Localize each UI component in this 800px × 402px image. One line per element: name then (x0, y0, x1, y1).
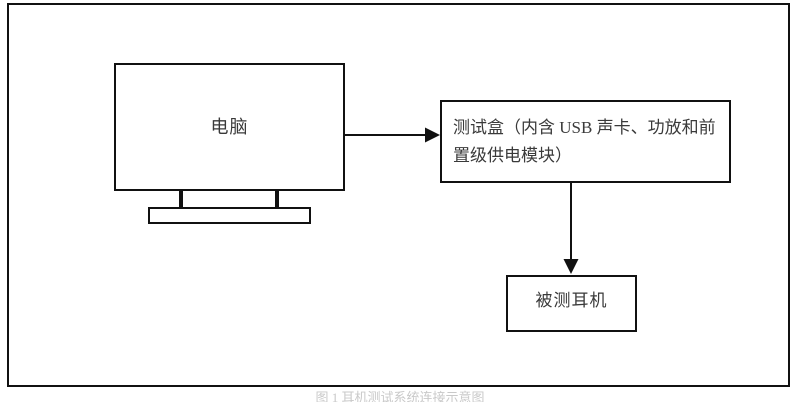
figure-caption: 图 1 耳机测试系统连接示意图 (315, 390, 485, 402)
computer-node-label: 电脑 (210, 117, 249, 137)
monitor-base (148, 207, 311, 224)
headphone-node-label: 被测耳机 (535, 291, 608, 310)
figure-frame: 电脑 测试盒（内含 USB 声卡、功放和前置级供电模块） 被测耳机 (7, 3, 790, 387)
arrow-computer-to-test-box (345, 127, 440, 143)
headphone-node: 被测耳机 (506, 275, 637, 332)
test-box-node: 测试盒（内含 USB 声卡、功放和前置级供电模块） (440, 100, 731, 183)
monitor-screen-icon: 电脑 (114, 63, 345, 191)
monitor-stand-leg-left (179, 191, 183, 209)
arrow-test-box-to-headphone (563, 181, 579, 274)
computer-node: 电脑 (114, 63, 345, 191)
monitor-stand-leg-right (275, 191, 279, 209)
test-box-node-label: 测试盒（内含 USB 声卡、功放和前置级供电模块） (453, 118, 716, 165)
